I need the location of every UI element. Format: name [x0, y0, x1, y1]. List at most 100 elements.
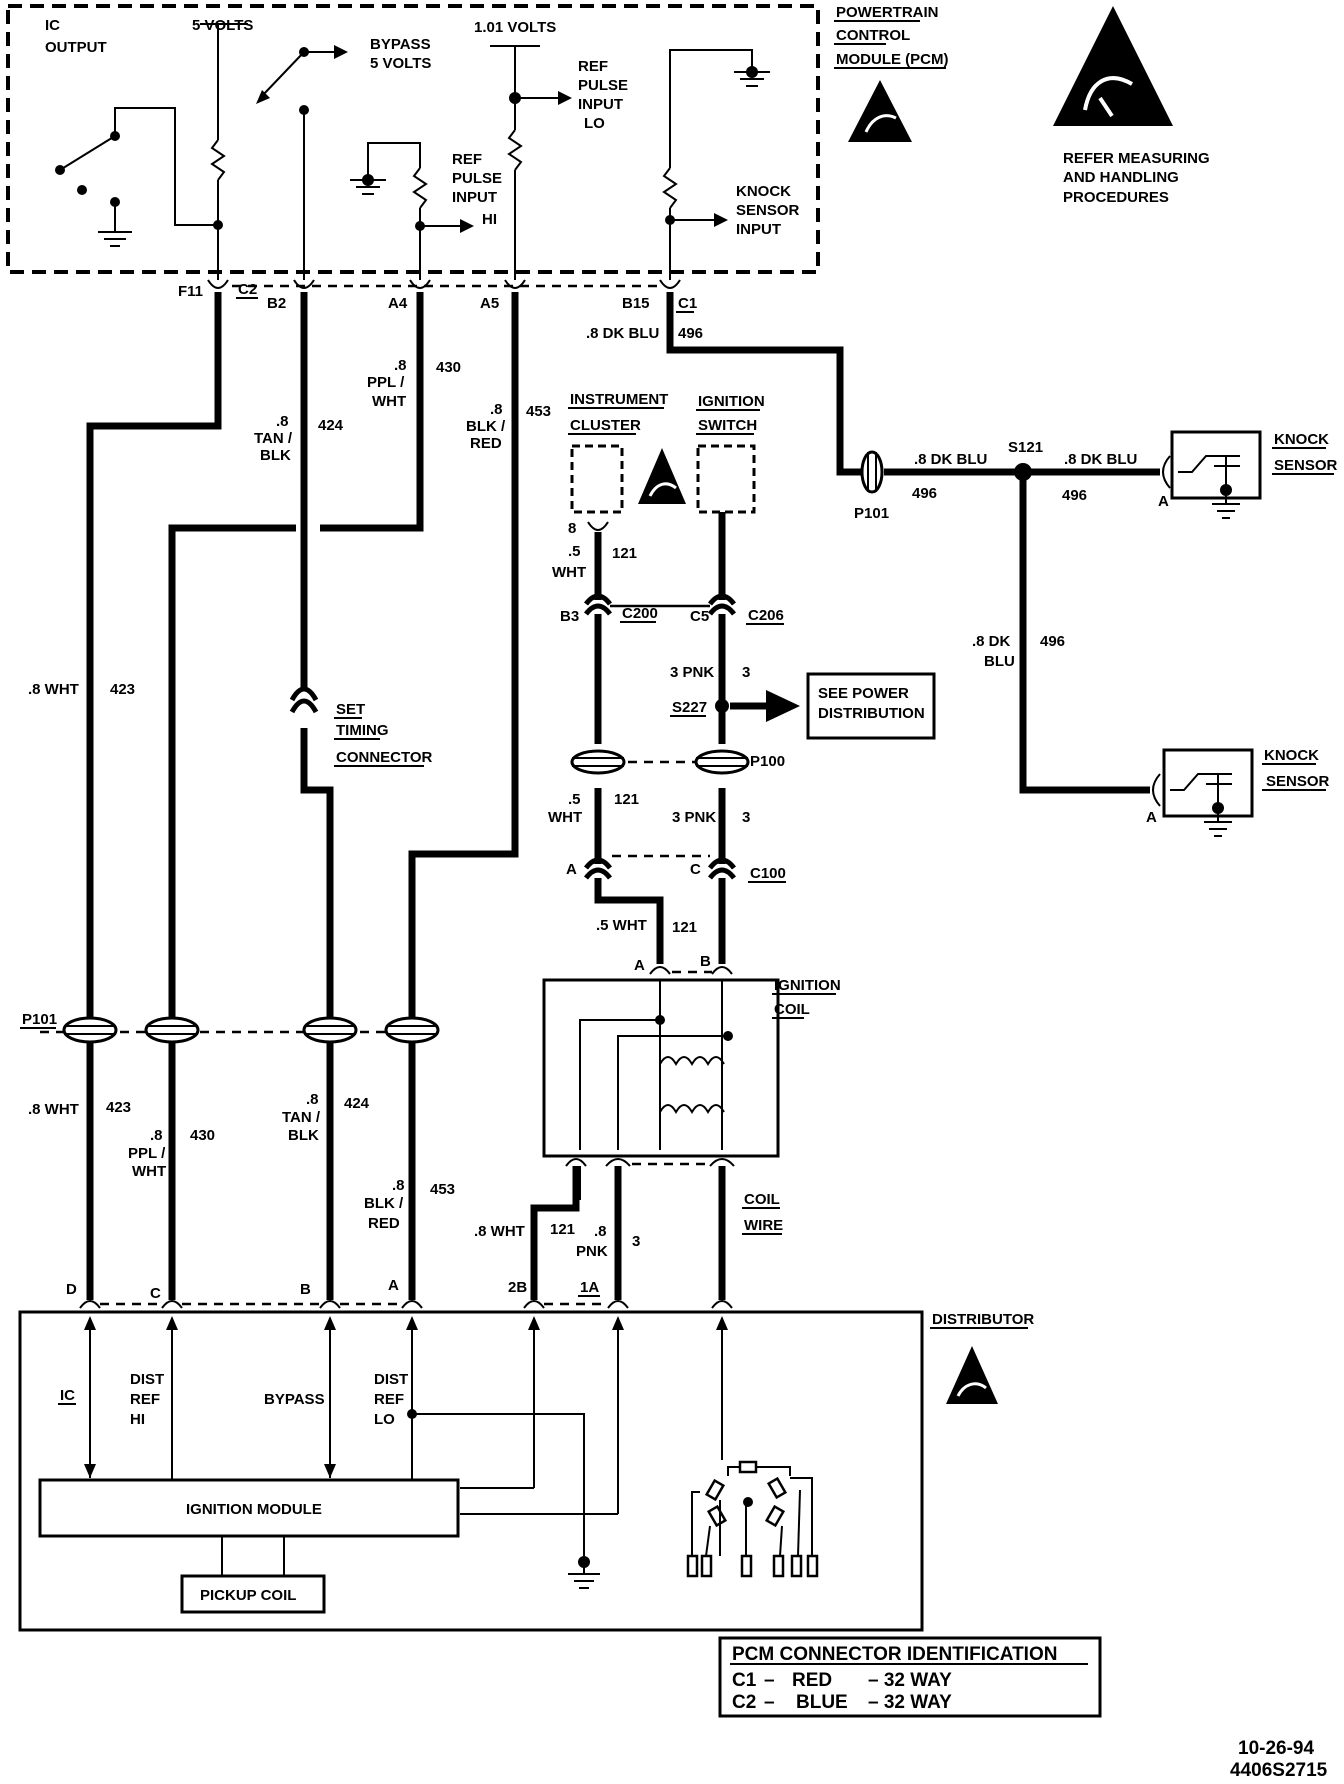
- svg-text:10-26-94: 10-26-94: [1238, 1738, 1314, 1759]
- svg-text:P100: P100: [750, 753, 785, 770]
- svg-text:BLK /: BLK /: [364, 1195, 404, 1212]
- svg-text:C200: C200: [622, 605, 658, 622]
- svg-text:.8: .8: [394, 357, 407, 374]
- cluster-wire-labels: .5 WHT 121 B3 C200 C5 C206 3 PNK 3 S227 …: [548, 543, 786, 936]
- pcm-box: [6, 4, 820, 274]
- svg-text:CONTROL: CONTROL: [836, 27, 910, 44]
- svg-text:424: 424: [318, 417, 344, 434]
- svg-text:TAN /: TAN /: [282, 1109, 321, 1126]
- ref-pulse-hi-label: REF PULSE INPUT HI: [452, 151, 502, 228]
- pcm-connector-legend: PCM CONNECTOR IDENTIFICATION C1 – RED – …: [718, 1636, 1102, 1718]
- svg-text:.8 DK BLU: .8 DK BLU: [914, 451, 987, 468]
- svg-text:INPUT: INPUT: [736, 221, 781, 238]
- svg-text:3 PNK: 3 PNK: [672, 809, 716, 826]
- knock-input-label: KNOCK SENSOR INPUT: [736, 183, 800, 238]
- svg-text:BLU: BLU: [984, 653, 1015, 670]
- instrument-cluster: INSTRUMENT CLUSTER 8: [568, 391, 668, 537]
- svg-text:.5: .5: [568, 543, 581, 560]
- svg-text:PROCEDURES: PROCEDURES: [1063, 189, 1169, 206]
- p101-connector-knock: P101: [854, 450, 889, 522]
- svg-text:121: 121: [614, 791, 639, 808]
- svg-text:F11: F11: [178, 283, 203, 300]
- svg-text:B: B: [300, 1281, 311, 1298]
- svg-text:DIST: DIST: [130, 1371, 164, 1388]
- pcm-pin-labels: F11 C2 B2 A4 A5 B15 C1: [178, 281, 697, 312]
- svg-text:IC: IC: [60, 1387, 75, 1404]
- svg-text:REF: REF: [578, 58, 608, 75]
- svg-text:–: –: [764, 1692, 775, 1713]
- svg-text:424: 424: [344, 1095, 370, 1112]
- svg-text:.8: .8: [594, 1223, 607, 1240]
- svg-text:OUTPUT: OUTPUT: [45, 39, 107, 56]
- svg-text:HI: HI: [482, 211, 497, 228]
- svg-text:.8: .8: [306, 1091, 319, 1108]
- set-timing-connector: SET TIMING CONNECTOR: [289, 686, 433, 766]
- svg-text:.8: .8: [150, 1127, 163, 1144]
- svg-text:.8: .8: [392, 1177, 405, 1194]
- svg-text:PPL /: PPL /: [128, 1145, 166, 1162]
- svg-text:A: A: [388, 1277, 399, 1294]
- pcm-internal-circuit: [55, 23, 770, 280]
- svg-text:KNOCK: KNOCK: [1274, 431, 1329, 448]
- svg-text:C1: C1: [678, 295, 697, 312]
- ref-pulse-lo-label: REF PULSE INPUT LO: [578, 58, 628, 132]
- svg-text:A: A: [1158, 493, 1169, 510]
- svg-text:3: 3: [742, 664, 750, 681]
- svg-text:AND HANDLING: AND HANDLING: [1063, 169, 1179, 186]
- svg-text:3 PNK: 3 PNK: [670, 664, 714, 681]
- svg-text:B2: B2: [267, 295, 286, 312]
- svg-text:PPL /: PPL /: [367, 374, 405, 391]
- svg-text:430: 430: [436, 359, 461, 376]
- svg-text:TIMING: TIMING: [336, 722, 389, 739]
- svg-text:SENSOR: SENSOR: [736, 202, 800, 219]
- svg-text:SET: SET: [336, 701, 365, 718]
- svg-text:BLK: BLK: [288, 1127, 319, 1144]
- wire-423: [86, 292, 222, 1300]
- svg-text:121: 121: [612, 545, 637, 562]
- pcm-connector-terminals: [207, 279, 681, 289]
- svg-text:TAN /: TAN /: [254, 430, 293, 447]
- knock-wire-labels: .8 DK BLU 496 S121 .8 DK BLU 496 .8 DK B…: [912, 439, 1137, 670]
- wire-453: [408, 292, 519, 1300]
- svg-text:WIRE: WIRE: [744, 1217, 783, 1234]
- esd-cluster-icon: [638, 448, 686, 504]
- svg-text:INPUT: INPUT: [452, 189, 497, 206]
- ic-output-label: IC: [45, 17, 60, 34]
- see-power-distribution-box: SEE POWER DISTRIBUTION: [806, 672, 936, 740]
- svg-text:S121: S121: [1008, 439, 1043, 456]
- svg-text:P101: P101: [854, 505, 889, 522]
- svg-text:C5: C5: [690, 608, 709, 625]
- svg-text:WHT: WHT: [552, 564, 586, 581]
- svg-text:.8: .8: [490, 401, 503, 418]
- svg-text:C2: C2: [238, 281, 257, 298]
- distributor-connector: D C B A 2B 1A: [66, 1277, 733, 1309]
- svg-text:RED: RED: [792, 1670, 832, 1691]
- svg-text:2B: 2B: [508, 1279, 527, 1296]
- wire-496: [666, 292, 1160, 794]
- wire-430: [168, 292, 424, 1300]
- svg-text:REF: REF: [452, 151, 482, 168]
- svg-text:WHT: WHT: [548, 809, 582, 826]
- svg-text:S227: S227: [672, 699, 707, 716]
- svg-text:REFER MEASURING: REFER MEASURING: [1063, 150, 1210, 167]
- svg-text:RED: RED: [368, 1215, 400, 1232]
- svg-text:PULSE: PULSE: [452, 170, 502, 187]
- svg-text:.8 DK BLU: .8 DK BLU: [1064, 451, 1137, 468]
- svg-text:D: D: [66, 1281, 77, 1298]
- svg-text:LO: LO: [374, 1411, 395, 1428]
- p100-connector: [570, 749, 750, 775]
- svg-text:IGNITION MODULE: IGNITION MODULE: [186, 1501, 322, 1518]
- svg-text:LO: LO: [584, 115, 605, 132]
- esd-warning-large-icon: [1053, 6, 1173, 126]
- esd-distributor-icon: [946, 1346, 998, 1404]
- svg-text:DISTRIBUTOR: DISTRIBUTOR: [932, 1311, 1034, 1328]
- svg-text:PCM CONNECTOR IDENTIFICATIO: PCM CONNECTOR IDENTIFICATION: [732, 1644, 1057, 1665]
- svg-text:DISTRIBUTION: DISTRIBUTION: [818, 705, 925, 722]
- one-volt-label: 1.01 VOLTS: [474, 19, 556, 36]
- svg-text:B3: B3: [560, 608, 579, 625]
- svg-text:INSTRUMENT: INSTRUMENT: [570, 391, 668, 408]
- svg-text:KNOCK: KNOCK: [1264, 747, 1319, 764]
- svg-text:B: B: [700, 953, 711, 970]
- drawing-id: 10-26-94 4406S2715: [1230, 1738, 1328, 1781]
- svg-text:121: 121: [550, 1221, 575, 1238]
